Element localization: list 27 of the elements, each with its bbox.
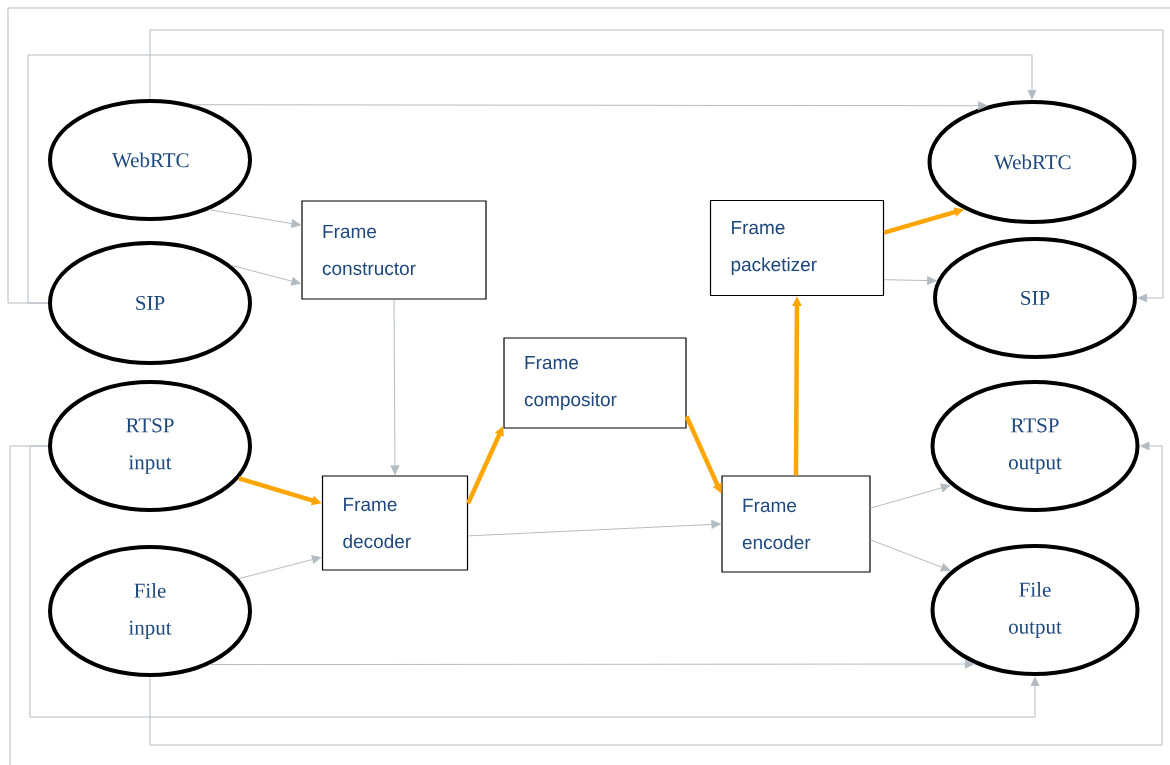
process-box: Frame decoder (321, 475, 469, 571)
process-box: Frame constructor (301, 200, 487, 300)
arrow (27, 54, 1037, 304)
arrow (870, 483, 951, 509)
ellipse-node: WebRTC (927, 100, 1137, 224)
ellipse-node: SIP (48, 241, 252, 365)
arrow (149, 441, 1163, 746)
ellipse-node: File output (930, 544, 1140, 676)
ellipse-node: RTSP output (930, 380, 1140, 512)
arrow (192, 101, 988, 111)
arrow (29, 445, 1040, 718)
ellipse-node: WebRTC (48, 99, 252, 221)
arrow (467, 520, 721, 537)
arrow (390, 299, 400, 475)
arrow (230, 264, 301, 286)
arrow (238, 555, 322, 580)
ellipse-node: RTSP input (48, 380, 252, 512)
arrow (208, 209, 301, 228)
process-box: Frame encoder (721, 475, 871, 573)
process-box: Frame compositor (503, 337, 687, 429)
process-box: Frame packetizer (709, 199, 885, 297)
ellipse-node: SIP (933, 237, 1137, 359)
arrow (870, 539, 951, 572)
ellipse-node: File input (48, 545, 252, 677)
arrow (883, 276, 937, 285)
arrow (149, 29, 1164, 303)
arrow (209, 659, 975, 669)
